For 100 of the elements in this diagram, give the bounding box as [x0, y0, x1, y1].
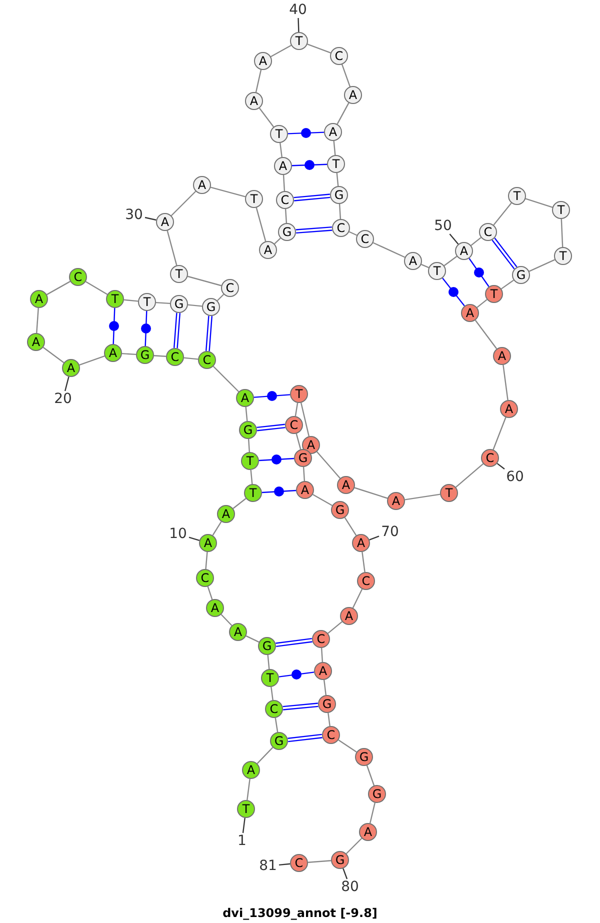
backbone-line: [205, 552, 208, 570]
base-pair-line: [295, 226, 333, 234]
base-pair-line: [287, 734, 323, 742]
backbone-line: [560, 218, 564, 248]
backbone-line: [270, 686, 274, 700]
backbone-line: [352, 588, 363, 608]
caption: dvi_13099_annot [-9.8]: [222, 905, 378, 922]
backbone-line: [302, 466, 306, 482]
base-pair-line: [468, 258, 490, 287]
base-pair-line: [205, 315, 213, 352]
backbone-line: [255, 70, 262, 92]
backbone-line: [282, 174, 286, 192]
leader-line: [342, 868, 348, 880]
backbone-line: [502, 364, 508, 400]
base-pair-line: [275, 638, 313, 648]
backbone-line: [256, 747, 274, 764]
backbone-line: [170, 190, 196, 216]
base-pair-line: [282, 702, 319, 710]
backbone-line: [455, 463, 484, 488]
backbone-line: [280, 142, 282, 158]
base-pair-line: [262, 490, 296, 494]
backbone-line: [493, 202, 512, 226]
backbone-line: [256, 208, 266, 242]
position-number: 20: [54, 392, 72, 406]
base-pair-line: [293, 194, 331, 202]
backbone-line: [274, 718, 278, 732]
backbone-line: [528, 259, 556, 272]
position-number: 40: [289, 3, 307, 17]
base-pair-line: [442, 278, 465, 306]
backbone-line: [46, 280, 70, 296]
base-pair-line: [278, 672, 314, 678]
base-pair-line: [144, 310, 148, 346]
backbone-line: [270, 44, 292, 58]
base-pair-line: [173, 312, 181, 349]
backbone-line: [444, 256, 458, 266]
leader-line: [144, 216, 156, 221]
backbone-line: [362, 552, 366, 572]
position-number: 81: [259, 859, 277, 873]
backbone-line: [36, 308, 39, 334]
backbone-line: [338, 740, 357, 752]
position-number: 50: [434, 219, 452, 233]
position-number: 70: [381, 525, 399, 539]
backbone-line: [166, 230, 178, 266]
backbone-line: [307, 44, 331, 54]
backbone-line: [212, 521, 222, 536]
base-pair-line: [288, 132, 324, 134]
backbone-line: [501, 280, 514, 290]
leader-line: [298, 18, 300, 32]
base-pair-line: [492, 238, 518, 270]
position-number: 1: [238, 834, 246, 848]
position-number: 30: [125, 208, 143, 222]
backbone-line: [370, 802, 376, 824]
backbone-line: [366, 765, 375, 786]
backbone-line: [328, 621, 342, 634]
base-pair-line: [292, 164, 328, 166]
backbone-line: [323, 680, 327, 696]
backbone-line: [124, 299, 138, 302]
backbone-line: [122, 352, 136, 356]
backbone-line: [316, 451, 341, 479]
backbone-line: [346, 838, 362, 854]
leader-line: [188, 536, 200, 541]
backbone-line: [245, 406, 248, 422]
backbone-line: [184, 357, 198, 360]
backbone-line: [250, 470, 253, 484]
backbone-line: [328, 712, 330, 726]
backbone-line: [336, 172, 339, 186]
backbone-line: [267, 654, 270, 670]
position-number: 80: [341, 880, 359, 894]
backbone-line: [341, 64, 351, 87]
backbone-line: [312, 494, 332, 506]
leader-line: [449, 234, 459, 244]
backbone-line: [336, 102, 350, 124]
backbone-line: [474, 320, 498, 350]
backbone-line: [42, 346, 64, 364]
backbone-line: [320, 648, 324, 662]
base-pair-line: [112, 308, 116, 344]
position-number: 60: [506, 470, 524, 484]
backbone-line: [296, 434, 302, 450]
backbone-line: [344, 517, 357, 536]
backbone-line: [338, 204, 342, 220]
backbone-line: [421, 264, 429, 268]
backbone-line: [354, 487, 388, 499]
backbone-line: [333, 140, 336, 156]
backbone-line: [210, 186, 246, 198]
leader-line: [64, 376, 70, 392]
backbone-line: [525, 198, 553, 208]
backbone-line: [300, 402, 310, 436]
backbone-line: [188, 276, 222, 286]
backbone-line: [284, 208, 288, 224]
leader-line: [242, 818, 246, 834]
backbone-line: [79, 355, 105, 366]
backbone-line: [308, 860, 332, 863]
backbone-line: [188, 304, 202, 307]
leader-line: [496, 462, 505, 470]
backbone-line: [246, 778, 250, 800]
backbone-line: [470, 237, 482, 246]
backbone-line: [156, 302, 170, 304]
backbone-line: [154, 355, 166, 357]
backbone-line: [248, 438, 250, 452]
base-pair-line: [256, 424, 286, 432]
